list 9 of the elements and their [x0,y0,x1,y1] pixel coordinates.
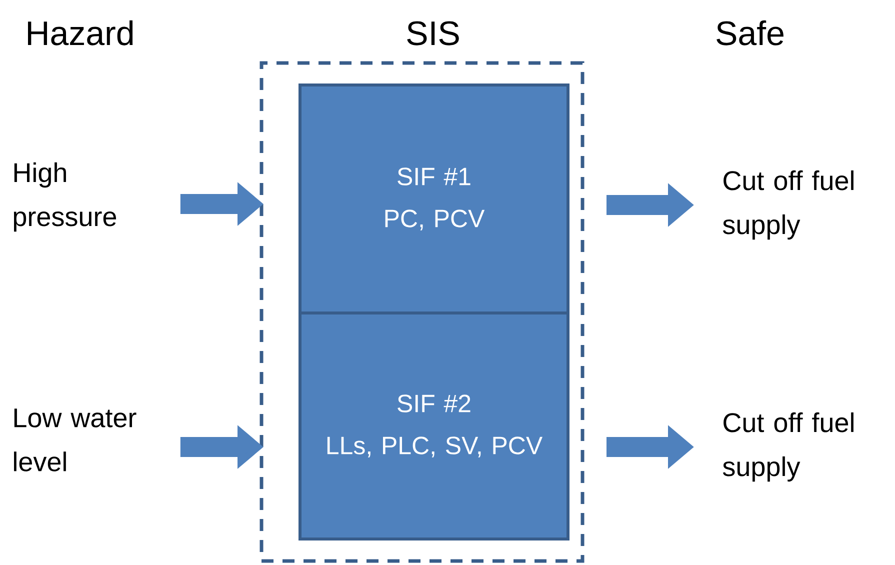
process-box: SIF #1 PC, PCV [298,84,570,314]
input-label: Cut off fuel supply [722,170,854,240]
input-label: Low water level [14,408,136,472]
input-label: Cut off fuel supply [722,412,854,482]
input-label: High pressure [14,162,116,232]
column-heading: Hazard [28,20,133,46]
column-heading: SIS [407,21,459,46]
column-heading: Safe [716,20,784,46]
process-box: SIF #2 LLs, PLC, SV, PCV [298,312,570,540]
